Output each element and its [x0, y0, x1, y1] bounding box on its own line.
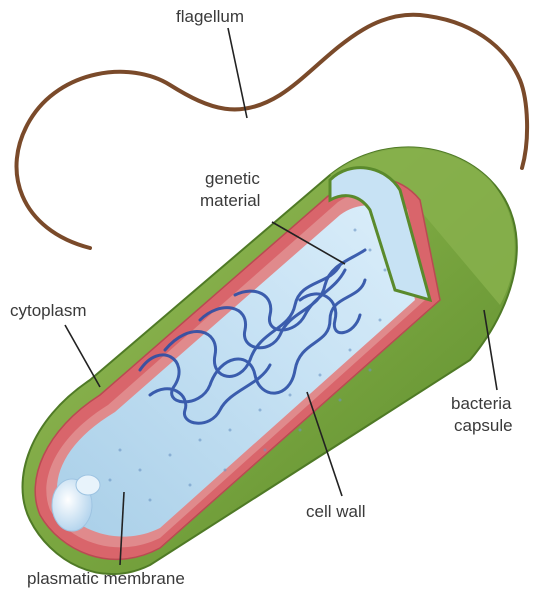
label-bacteria-capsule-line2: capsule	[454, 415, 513, 436]
label-flagellum: flagellum	[176, 6, 244, 27]
label-cell-wall: cell wall	[306, 501, 366, 522]
label-genetic-material-line1: genetic	[205, 168, 260, 189]
leader-flagellum	[228, 28, 247, 118]
label-cytoplasm: cytoplasm	[10, 300, 87, 321]
leader-cytoplasm	[65, 325, 100, 387]
label-genetic-material-line2: material	[200, 190, 260, 211]
label-bacteria-capsule-line1: bacteria	[451, 393, 511, 414]
label-plasmatic-membrane: plasmatic membrane	[27, 568, 185, 589]
